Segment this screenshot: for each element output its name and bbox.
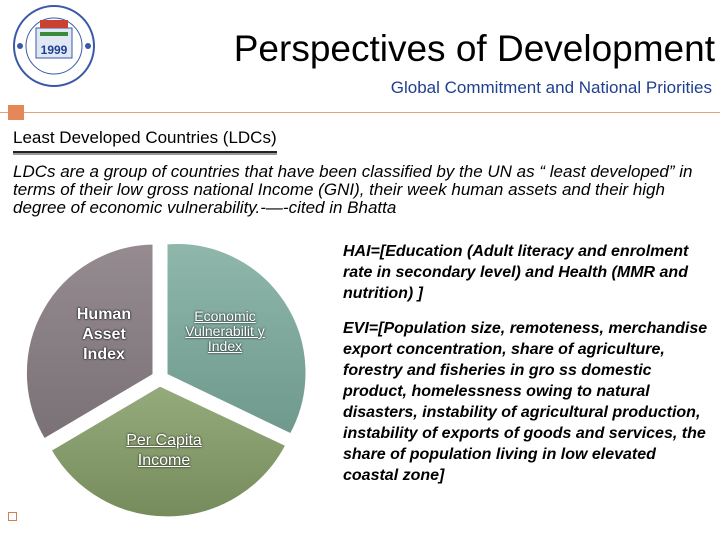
institute-logo: 1999: [6, 4, 102, 90]
ldc-criteria-diagram: Human Asset Index Economic Vulnerabilit …: [0, 225, 330, 540]
divider-line: [0, 112, 720, 113]
segment-per-capita-income: [47, 383, 290, 520]
page-title: Perspectives of Development: [233, 28, 715, 69]
hai-definition: HAI=[Education (Adult literacy and enrol…: [343, 243, 689, 302]
intro-paragraph: LDCs are a group of countries that have …: [13, 162, 693, 217]
segment-economic-vulnerability-index: [164, 241, 309, 437]
section-heading: Least Developed Countries (LDCs): [13, 128, 277, 153]
evi-definition: EVI=[Population size, remoteness, mercha…: [343, 320, 708, 484]
header-divider: [0, 105, 720, 120]
label-economic-vulnerability-index: Economic Vulnerabilit y Index: [185, 308, 265, 354]
label-human-asset-index: Human Asset Index: [76, 306, 132, 363]
page-subtitle: Global Commitment and National Prioritie…: [390, 78, 712, 97]
bullet-square-icon: [8, 512, 17, 521]
divider-accent-box: [8, 105, 24, 120]
svg-text:1999: 1999: [41, 43, 68, 57]
label-per-capita-income: Per Capita Income: [126, 432, 202, 469]
segment-human-asset-index: [23, 241, 156, 443]
